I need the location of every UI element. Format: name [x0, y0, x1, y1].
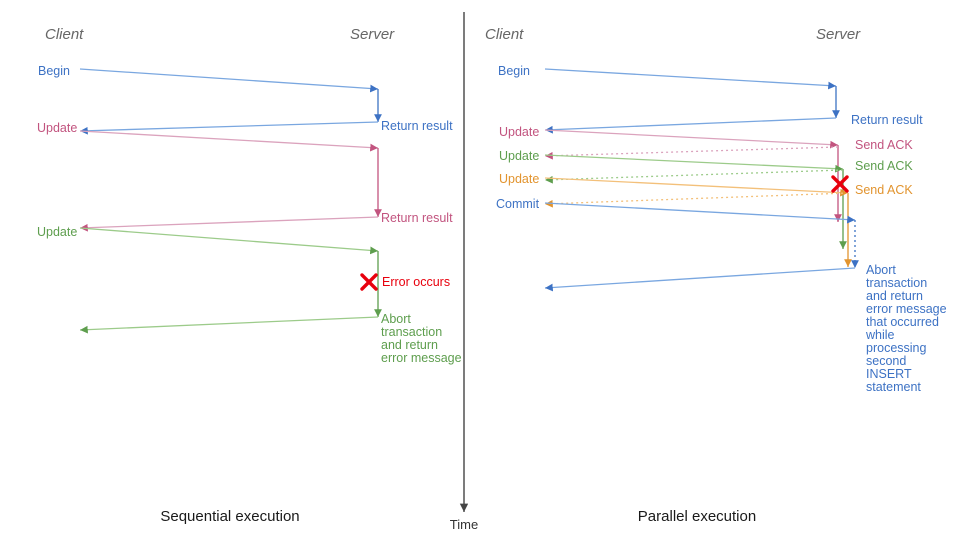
- error-x-icon: [360, 273, 378, 291]
- message-parallel-7: Send ACK: [544, 183, 913, 208]
- response-arrow: [79, 216, 379, 232]
- message-sequential-2: Update: [37, 121, 382, 217]
- response-arrow: [544, 117, 837, 134]
- request-arrow: [544, 154, 844, 173]
- ack-arrow: [544, 169, 844, 184]
- message-label: Send ACK: [855, 159, 913, 173]
- message-label: Return result: [381, 119, 453, 133]
- text-line: Abort: [381, 312, 411, 326]
- request-arrow: [544, 68, 837, 90]
- request-arrow: [79, 130, 379, 152]
- message-label: Send ACK: [855, 183, 913, 197]
- text-line: second: [866, 354, 906, 368]
- panel-caption-parallel: Parallel execution: [638, 508, 756, 525]
- message-label: Send ACK: [855, 138, 913, 152]
- ack-arrow: [544, 146, 839, 160]
- message-parallel-5: Send ACK: [544, 159, 913, 184]
- panel-caption-sequential: Sequential execution: [160, 508, 299, 525]
- request-arrow: [544, 129, 839, 149]
- time-axis-label: Time: [450, 517, 478, 532]
- error-mark-sequential-0: Error occurs: [360, 273, 450, 291]
- request-arrow: [79, 227, 379, 255]
- actor-label-server: Server: [816, 26, 861, 43]
- error-x-icon: [831, 175, 849, 193]
- message-label: Update: [499, 172, 539, 186]
- text-line: statement: [866, 380, 921, 394]
- text-line: INSERT: [866, 367, 912, 381]
- message-label: Begin: [38, 64, 70, 78]
- response-arrow: [79, 121, 379, 135]
- message-parallel-1: Return result: [544, 113, 923, 134]
- message-label: Return result: [381, 211, 453, 225]
- text-line: and return: [866, 289, 923, 303]
- actor-label-server: Server: [350, 26, 395, 43]
- message-label: Update: [37, 121, 77, 135]
- message-parallel-0: Begin: [498, 64, 840, 118]
- error-occurs-label: Error occurs: [382, 275, 450, 289]
- message-parallel-2: Update: [499, 125, 842, 222]
- text-line: error message: [381, 351, 462, 365]
- message-parallel-4: Update: [499, 149, 847, 249]
- text-line: while: [865, 328, 895, 342]
- message-sequential-3: Return result: [79, 211, 453, 232]
- response-arrow: [79, 316, 379, 334]
- text-line: error message: [866, 302, 947, 316]
- message-label: Return result: [851, 113, 923, 127]
- text-line: transaction: [866, 276, 927, 290]
- message-label: Commit: [496, 197, 540, 211]
- message-label: Update: [37, 225, 77, 239]
- message-parallel-3: Send ACK: [544, 138, 913, 160]
- error-mark-parallel-0: [831, 175, 849, 193]
- text-line: processing: [866, 341, 926, 355]
- response-arrow: [544, 267, 856, 292]
- text-line: Abort: [866, 263, 896, 277]
- text-line: that occurred: [866, 315, 939, 329]
- message-parallel-6: Update: [499, 172, 852, 267]
- message-sequential-4: Update: [37, 225, 382, 317]
- request-arrow: [544, 177, 849, 197]
- request-arrow: [544, 202, 856, 224]
- message-sequential-1: Return result: [79, 119, 453, 135]
- actor-label-client: Client: [45, 26, 84, 43]
- text-line: and return: [381, 338, 438, 352]
- ack-arrow: [544, 192, 849, 208]
- message-parallel-8: Commit: [496, 197, 859, 268]
- message-label: Update: [499, 149, 539, 163]
- message-sequential-0: Begin: [38, 64, 382, 122]
- message-label: Begin: [498, 64, 530, 78]
- actor-label-client: Client: [485, 26, 524, 43]
- message-label: Update: [499, 125, 539, 139]
- text-line: transaction: [381, 325, 442, 339]
- request-arrow: [79, 68, 379, 93]
